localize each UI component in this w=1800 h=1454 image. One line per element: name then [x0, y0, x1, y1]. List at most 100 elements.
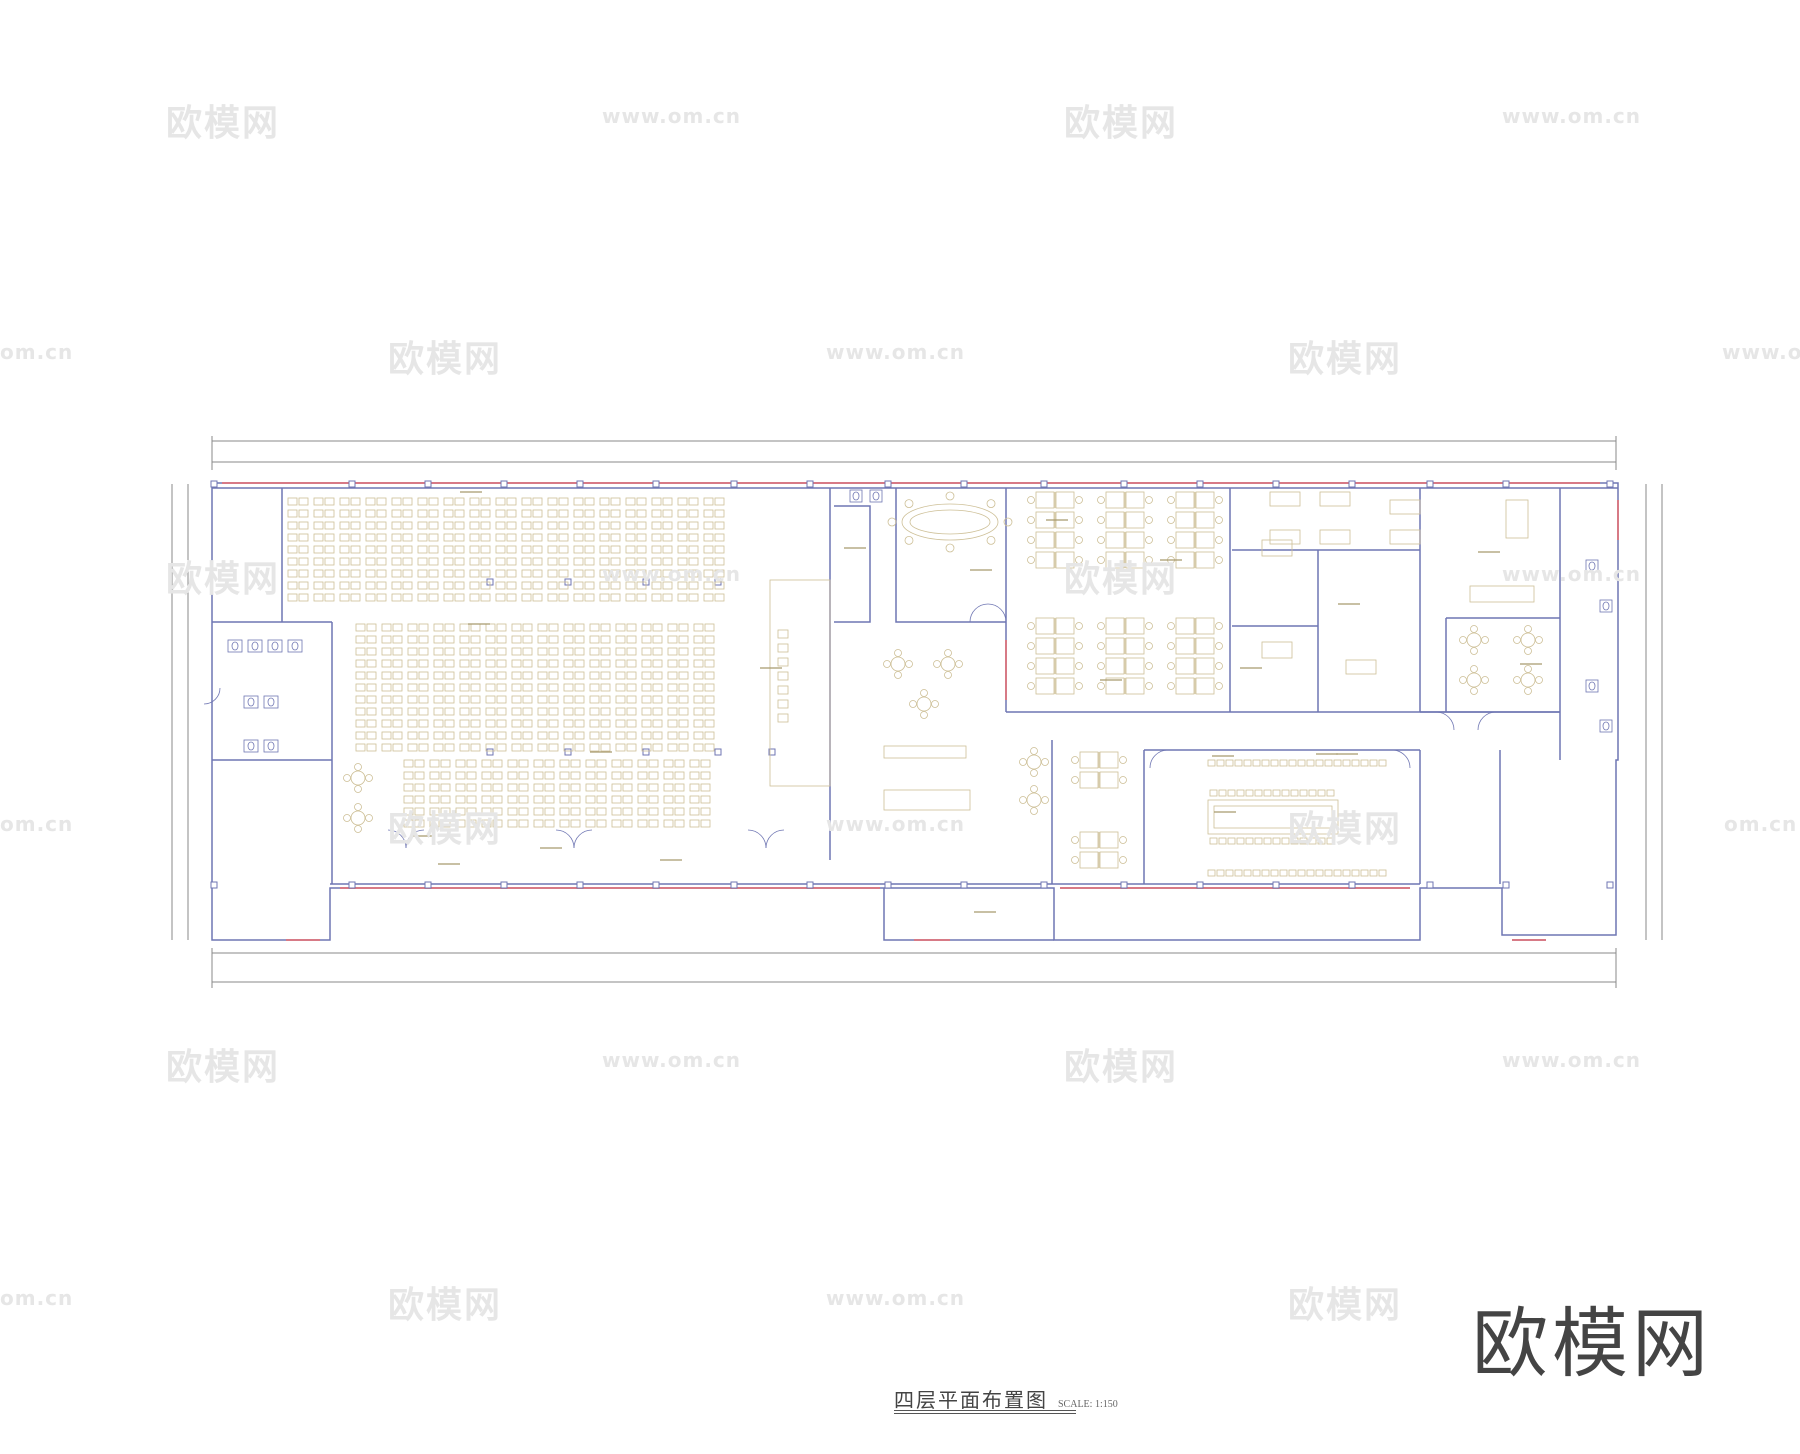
lecture-seat: [589, 623, 600, 632]
lecture-seat: [522, 695, 533, 704]
lecture-seat: [428, 497, 439, 506]
workstation-chair: [1215, 536, 1223, 544]
lecture-seat: [428, 593, 439, 602]
conference-chair: [1378, 869, 1387, 877]
column: [642, 748, 650, 756]
workstation-chair: [1167, 496, 1175, 504]
lecture-seat: [402, 533, 413, 542]
conference-chair: [1299, 789, 1308, 797]
lecture-seat: [433, 647, 444, 656]
watermark-brand: 欧模网: [1288, 339, 1403, 380]
lecture-seat: [652, 683, 663, 692]
round-table-chair: [365, 774, 373, 782]
lecture-seat: [518, 819, 529, 828]
lecture-seat: [407, 707, 418, 716]
column: [1426, 480, 1434, 488]
lecture-seat: [652, 671, 663, 680]
column: [1502, 480, 1510, 488]
workstation-desk: [1175, 491, 1195, 509]
lecture-seat: [496, 635, 507, 644]
lecture-seat: [693, 659, 704, 668]
lecture-seat: [596, 783, 607, 792]
lecture-seat: [636, 581, 647, 590]
lecture-seat: [459, 671, 470, 680]
lecture-seat: [584, 521, 595, 530]
lecture-seat: [641, 743, 652, 752]
lecture-seat: [693, 623, 704, 632]
lecture-seat: [637, 783, 648, 792]
round-table-chair: [1030, 785, 1038, 793]
lecture-seat: [548, 683, 559, 692]
lecture-seat: [600, 719, 611, 728]
workstation-chair: [1097, 682, 1105, 690]
lecture-seat: [407, 671, 418, 680]
toilet-stall: [1585, 559, 1599, 573]
lecture-seat: [418, 707, 429, 716]
column: [1120, 480, 1128, 488]
lecture-seat: [469, 497, 480, 506]
round-table-chair: [1041, 796, 1049, 804]
lecture-seat: [350, 581, 361, 590]
office-workstations: [1027, 491, 1421, 869]
workstation-desk: [1105, 677, 1125, 695]
round-table: [890, 656, 906, 672]
conference-chair: [1351, 759, 1360, 767]
conference-chair: [1324, 869, 1333, 877]
lecture-seat: [573, 533, 584, 542]
round-table-chair: [1524, 647, 1532, 655]
lecture-seat: [443, 521, 454, 530]
watermark-url: www.om.cn: [1502, 104, 1642, 128]
workstation-chair: [1119, 776, 1127, 784]
workstation-chair: [1097, 536, 1105, 544]
lecture-seat: [667, 695, 678, 704]
workstation-desk: [1175, 617, 1195, 635]
conference-chair: [1369, 759, 1378, 767]
toilet-stall: [1585, 679, 1599, 693]
lecture-seat: [622, 819, 633, 828]
lecture-seat: [433, 683, 444, 692]
lecture-seat: [522, 635, 533, 644]
lecture-seat: [547, 509, 558, 518]
lecture-seat: [298, 569, 309, 578]
lecture-seat: [648, 795, 659, 804]
lecture-seat: [522, 623, 533, 632]
lecture-seat: [689, 807, 700, 816]
lecture-seat: [600, 647, 611, 656]
lecture-seat: [470, 659, 481, 668]
round-table-chair: [1513, 636, 1521, 644]
lecture-seat: [570, 771, 581, 780]
lecture-seat: [381, 719, 392, 728]
lecture-seat: [700, 783, 711, 792]
lecture-seat: [511, 707, 522, 716]
lecture-seat: [414, 795, 425, 804]
lecture-seat: [376, 533, 387, 542]
meeting-chair: [986, 499, 996, 509]
lecture-seat: [522, 731, 533, 740]
lecture-seat: [544, 783, 555, 792]
conference-chair: [1270, 759, 1279, 767]
lecture-seat: [558, 509, 569, 518]
watermark-url: www.om.cn: [1722, 340, 1800, 364]
lecture-seat: [414, 783, 425, 792]
lecture-seat: [391, 521, 402, 530]
conference-chair: [1306, 869, 1315, 877]
lecture-seat: [596, 759, 607, 768]
lecture-seat: [584, 569, 595, 578]
lecture-seat: [507, 819, 518, 828]
lecture-seat: [626, 719, 637, 728]
lecture-seat: [599, 545, 610, 554]
lecture-seat: [313, 497, 324, 506]
stage-seat: [777, 699, 789, 709]
lecture-seat: [518, 783, 529, 792]
lecture-seat: [287, 497, 298, 506]
lecture-seat: [615, 731, 626, 740]
lecture-seat: [381, 683, 392, 692]
lecture-seat: [677, 581, 688, 590]
watermark-brand: 欧模网: [1064, 559, 1179, 600]
lecture-seat: [704, 647, 715, 656]
lecture-seat: [563, 731, 574, 740]
lecture-seat: [589, 683, 600, 692]
lecture-seat: [548, 719, 559, 728]
lecture-seat: [469, 509, 480, 518]
lecture-seat: [376, 509, 387, 518]
